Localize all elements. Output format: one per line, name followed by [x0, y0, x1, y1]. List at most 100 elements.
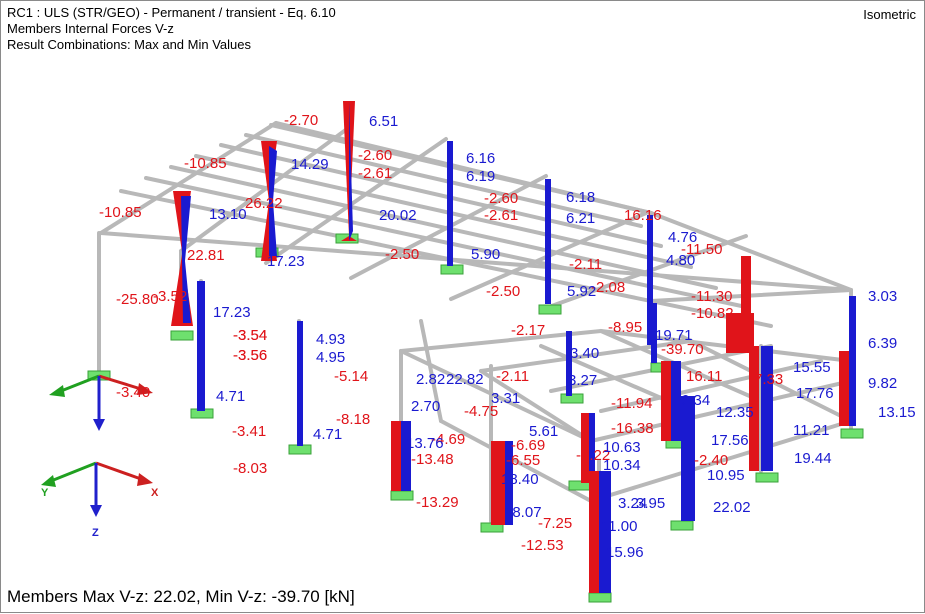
min-value-label: -2.08	[591, 279, 625, 296]
min-value-label: -3.52	[153, 288, 187, 305]
max-value-label: 17.23	[213, 304, 251, 321]
max-value-label: 22.02	[713, 499, 751, 516]
max-value-label: 13.10	[209, 206, 247, 223]
max-value-label: 19.71	[655, 327, 693, 344]
max-value-label: 3.27	[568, 372, 597, 389]
min-value-label: -6.55	[506, 452, 540, 469]
min-value-label: -3.56	[233, 347, 267, 364]
max-value-label: 10.95	[707, 467, 745, 484]
min-value-label: -2.60	[358, 147, 392, 164]
max-value-label: 6.19	[466, 168, 495, 185]
max-value-label: 5.61	[529, 423, 558, 440]
min-value-label: -4.69	[431, 431, 465, 448]
max-value-label: 6.39	[868, 335, 897, 352]
max-value-label: 13.76	[406, 435, 444, 452]
max-value-label: 4.76	[668, 229, 697, 246]
min-value-label: -7.22	[576, 447, 610, 464]
min-value-label: -8.95	[608, 319, 642, 336]
max-value-label: 4.93	[316, 331, 345, 348]
max-value-label: 11.00	[601, 518, 637, 535]
projection-label: Isometric	[863, 7, 916, 22]
min-value-label: -8.18	[336, 411, 370, 428]
max-value-label: 15.55	[793, 359, 831, 376]
max-value-label: 9.82	[868, 375, 897, 392]
result-subtitle: Members Internal Forces V-z	[7, 21, 174, 36]
max-value-label: 15.96	[606, 544, 644, 561]
min-value-label: -4.75	[464, 403, 498, 420]
min-value-label: -39.70	[661, 341, 704, 358]
min-value-label: -11.94	[611, 395, 652, 412]
max-value-label: 4.80	[666, 252, 695, 269]
min-value-label: -2.50	[486, 283, 520, 300]
min-value-label: -2.40	[694, 452, 728, 469]
min-value-label: -7.33	[749, 371, 783, 388]
min-value-label: -10.85	[99, 204, 142, 221]
max-value-label: 4.71	[216, 388, 245, 405]
min-value-label: 16.16	[624, 207, 662, 224]
max-value-label: 3.31	[491, 390, 520, 407]
max-value-label: 3.03	[868, 288, 897, 305]
min-value-label: 26.22	[245, 195, 283, 212]
min-value-label: -8.03	[233, 460, 267, 477]
max-value-label: 5.90	[471, 246, 500, 263]
axis-y-label: Y	[41, 487, 49, 499]
max-value-label: 6.18	[566, 189, 595, 206]
max-value-label: 10.63	[603, 439, 641, 456]
max-value-label: 6.34	[681, 392, 710, 409]
max-value-label: 3.24	[618, 495, 647, 512]
max-value-label: 14.29	[291, 156, 329, 173]
result-value-labels: -2.70-10.85-2.60-2.61-10.8526.22-2.60-2.…	[99, 112, 916, 561]
max-value-label: 11.21	[793, 422, 829, 439]
min-value-label: -2.11	[496, 368, 529, 385]
min-value-label: -2.17	[511, 322, 545, 339]
axis-z-label: Z	[92, 527, 99, 539]
min-value-label: -11.30	[691, 288, 732, 305]
max-value-label: 20.02	[379, 207, 417, 224]
max-value-label: 3.95	[636, 495, 665, 512]
max-value-label: 4.95	[316, 349, 345, 366]
min-value-label: -10.82	[691, 305, 734, 322]
result-summary: Members Max V-z: 22.02, Min V-z: -39.70 …	[7, 587, 355, 606]
min-value-label: -2.11	[569, 256, 602, 273]
min-value-label: -2.61	[484, 207, 518, 224]
min-value-label: -3.54	[233, 327, 267, 344]
min-value-label: -2.60	[484, 190, 518, 207]
max-value-label: 4.71	[313, 426, 342, 443]
min-value-label: 16.11	[686, 368, 722, 385]
local-axis-icon	[49, 374, 153, 431]
max-value-label: 17.76	[796, 385, 834, 402]
max-value-label: 19.44	[794, 450, 832, 467]
min-value-label: -7.25	[538, 515, 572, 532]
coordinate-system-icon: Y X Z	[41, 461, 159, 539]
max-value-label: 5.92	[567, 283, 596, 300]
max-value-label: 17.23	[267, 253, 305, 270]
max-value-label: 2.82	[416, 371, 445, 388]
min-value-label: -11.50	[681, 241, 722, 258]
min-value-label: -13.48	[411, 451, 454, 468]
max-value-label: 6.51	[369, 113, 398, 130]
frame-members	[97, 121, 853, 593]
max-value-label: 17.56	[711, 432, 749, 449]
max-value-label: 18.40	[501, 471, 539, 488]
result-diagrams	[171, 101, 856, 593]
min-value-label: -2.50	[385, 246, 419, 263]
min-value-label: -2.70	[284, 112, 318, 129]
min-value-label: -5.14	[334, 368, 368, 385]
max-value-label: 10.34	[603, 457, 641, 474]
min-value-label: 22.81	[187, 247, 225, 264]
max-value-label: 12.35	[716, 404, 754, 421]
min-value-label: -3.41	[232, 423, 266, 440]
result-title: RC1 : ULS (STR/GEO) - Permanent / transi…	[7, 5, 336, 20]
max-value-label: 6.21	[566, 210, 595, 227]
min-value-label: -3.56	[233, 347, 267, 364]
max-value-label: 3.40	[570, 345, 599, 362]
min-value-label: -12.53	[521, 537, 564, 554]
min-value-label: -13.29	[416, 494, 459, 511]
max-value-label: 6.16	[466, 150, 495, 167]
min-value-label: -16.38	[611, 420, 654, 437]
min-value-label: -2.61	[358, 165, 392, 182]
min-value-label: -6.69	[511, 437, 545, 454]
result-combination-info: Result Combinations: Max and Min Values	[7, 37, 251, 52]
